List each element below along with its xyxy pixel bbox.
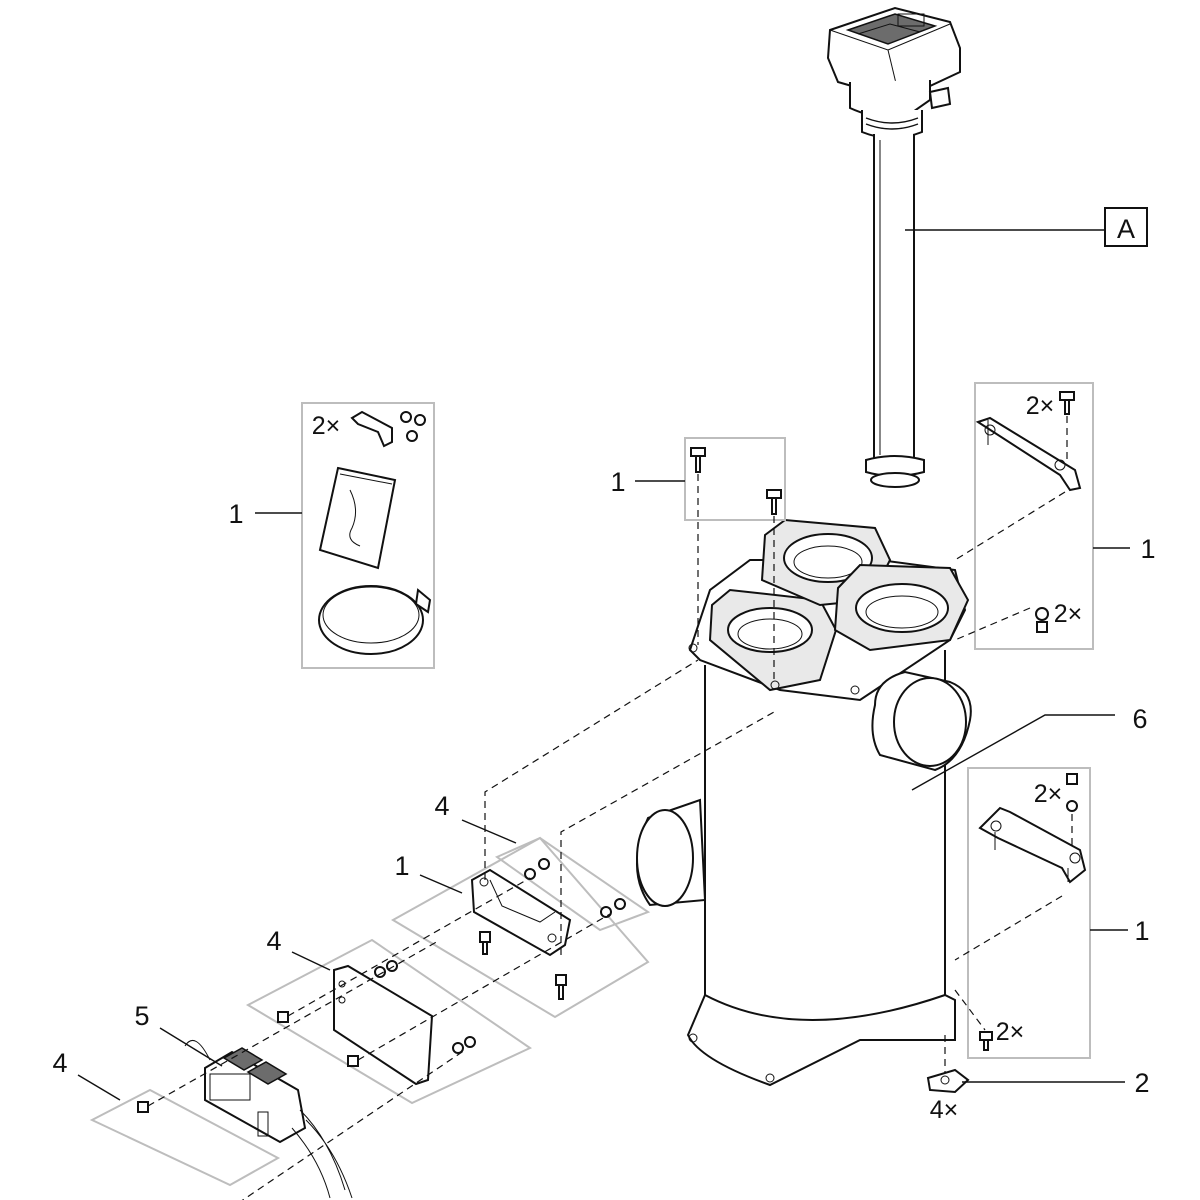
leader-base-1 [419,874,463,894]
leader-6 [911,714,1115,791]
leader-bracket-4 [461,819,517,844]
screw-2 [766,489,782,515]
kit-clip-qty: 2× [312,412,341,440]
callout-foot-1: 1 [1134,916,1149,946]
rail-screw-qty: 2× [1026,392,1055,420]
foot-screw-qty: 2× [996,1018,1025,1046]
callout-clamp-2: 2 [1134,1068,1149,1098]
rail-nut [1036,621,1048,633]
rail-nut-qty: 2× [1054,600,1083,628]
callout-base-1: 1 [394,851,409,881]
screw-box [684,437,786,521]
callout-kit-1: 1 [228,499,243,529]
callout-plate-4: 4 [266,926,281,956]
clamp-qty: 4× [930,1096,959,1124]
bracket-hardware-box [494,836,651,932]
foot-bracket-box [967,767,1091,1059]
rail-screw [1059,391,1075,415]
switch-box [184,1039,353,1199]
foot-bracket [978,806,1087,884]
leader-switch-5 [159,1027,223,1067]
mounting-bracket [470,868,572,957]
kit-box [301,402,435,669]
filter-housing [636,518,972,1087]
callout-switch-4: 4 [52,1048,67,1078]
leader-switch-4 [77,1074,121,1101]
callout-bracket-1: 1 [610,467,625,497]
leader-plate-4 [291,951,331,971]
rail-washer [1035,607,1049,621]
rail-box [974,382,1094,650]
rail-bracket [975,416,1082,492]
kit-contents [318,410,432,655]
switch-screw-box [89,1088,281,1187]
sensor-unit [826,6,961,488]
cover-plate [333,964,434,1086]
callout-rail-1: 1 [1140,534,1155,564]
label-a-box [1104,207,1148,247]
screw-1 [690,447,706,473]
callout-switch-5: 5 [134,1001,149,1031]
callout-6: 6 [1132,704,1147,734]
base-plate-box [391,836,650,1019]
clamp-part [926,1068,970,1094]
foot-nut-qty: 2× [1034,780,1063,808]
label-a: A [1117,214,1135,244]
foot-screw [979,1031,993,1051]
foot-washer [1066,800,1078,812]
cover-plate-box [245,938,533,1105]
foot-nut [1066,773,1078,785]
callout-bracket-4: 4 [434,791,449,821]
